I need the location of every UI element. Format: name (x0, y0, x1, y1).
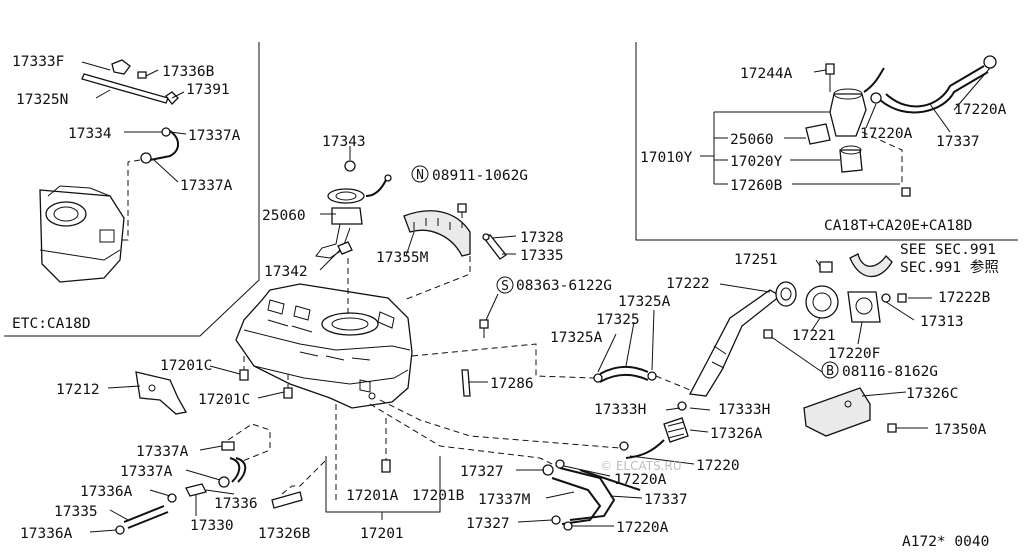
label-17326A: 17326A (710, 426, 763, 442)
label-17201A: 17201A (346, 488, 399, 504)
label-17220A-b2: 17220A (616, 520, 669, 536)
label-17251: 17251 (734, 252, 778, 268)
label-17334: 17334 (68, 126, 112, 142)
label-17326C: 17326C (906, 386, 958, 402)
filler-tube-17222 (688, 261, 833, 397)
label-17333H-a: 17333H (594, 402, 646, 418)
label-17391: 17391 (186, 82, 230, 98)
label-17325A-b: 17325A (550, 330, 603, 346)
label-17220A-r2: 17220A (860, 126, 913, 142)
label-17220A-b1: 17220A (614, 472, 667, 488)
label-17201C-b: 17201C (198, 392, 250, 408)
label-17350A: 17350A (934, 422, 987, 438)
right-panel-label: CA18T+CA20E+CA18D (824, 218, 972, 234)
fuel-pump-module (315, 160, 392, 318)
label-17325: 17325 (596, 312, 640, 328)
label-17337-b: 17337 (644, 492, 688, 508)
label-08116-8162G: 08116-8162G (842, 364, 938, 380)
label-17327-a: 17327 (460, 464, 504, 480)
label-08911-1062G: 08911-1062G (432, 168, 528, 184)
label-17337A-b: 17337A (180, 178, 233, 194)
label-08363-6122G: 08363-6122G (516, 278, 612, 294)
label-17337A-c: 17337A (136, 444, 189, 460)
bracket-17212 (135, 371, 188, 415)
right-inset-parts (700, 55, 997, 197)
part-labels: 17333F 17336B 17325N 17391 17334 17337A … (12, 54, 1007, 550)
label-17260B: 17260B (730, 178, 783, 194)
fuel-tank-body (235, 283, 413, 409)
label-17220F: 17220F (828, 346, 880, 362)
see-sec-note-jp: SEC.991 参照 (900, 259, 999, 276)
label-17326B: 17326B (258, 526, 311, 542)
label-17244A: 17244A (740, 66, 793, 82)
watermark: © ELCATS.RU (600, 459, 682, 473)
label-17335-a: 17335 (520, 248, 564, 264)
label-17010Y: 17010Y (640, 150, 693, 166)
label-17333F: 17333F (12, 54, 64, 70)
label-17221: 17221 (792, 328, 836, 344)
label-17330: 17330 (190, 518, 234, 534)
plate-17326C (803, 387, 897, 437)
callout-n: N (416, 168, 424, 183)
label-17222: 17222 (666, 276, 710, 292)
label-17336A-a: 17336A (80, 484, 133, 500)
label-17212: 17212 (56, 382, 100, 398)
label-17355M: 17355M (376, 250, 429, 266)
hose-17326A (619, 401, 689, 459)
circled-callouts: N S B (411, 165, 839, 379)
label-17020Y: 17020Y (730, 154, 783, 170)
hose-17325 (411, 343, 691, 391)
label-17220A-r1: 17220A (954, 102, 1007, 118)
label-17201B: 17201B (412, 488, 465, 504)
label-17336B: 17336B (162, 64, 215, 80)
label-17222B: 17222B (938, 290, 991, 306)
leader-lines (81, 61, 991, 533)
label-25060-a: 25060 (262, 208, 306, 224)
filler-cap-parts (805, 285, 907, 323)
bolt-08363 (479, 319, 489, 338)
label-17201: 17201 (360, 526, 404, 542)
nut-08911 (457, 203, 467, 232)
left-panel-label: ETC:CA18D (12, 316, 91, 332)
label-17325N: 17325N (16, 92, 68, 108)
bolts-17201C (239, 356, 293, 399)
label-17337A-d: 17337A (120, 464, 173, 480)
label-17286: 17286 (490, 376, 534, 392)
footer-code: A172* 0040 (902, 534, 989, 550)
tank-protector-17355M (403, 210, 471, 301)
label-17343: 17343 (322, 134, 366, 150)
label-25060-b: 25060 (730, 132, 774, 148)
right-inset-frame (635, 42, 1018, 241)
label-17201C-a: 17201C (160, 358, 212, 374)
label-17335-b: 17335 (54, 504, 98, 520)
label-17313: 17313 (920, 314, 964, 330)
label-17327-b: 17327 (466, 516, 510, 532)
see-sec-note: SEE SEC.991 (900, 242, 996, 258)
label-17325A-a: 17325A (618, 294, 671, 310)
bolts-17201 (325, 456, 441, 520)
label-17220: 17220 (696, 458, 740, 474)
filler-breather-17328 (482, 233, 507, 260)
label-17336: 17336 (214, 496, 258, 512)
label-17337A-a: 17337A (188, 128, 241, 144)
pipes-17337 (542, 459, 641, 531)
label-17328: 17328 (520, 230, 564, 246)
clip-17286 (461, 369, 471, 397)
label-17337-r: 17337 (936, 134, 980, 150)
routing-lines (227, 399, 621, 500)
left-inset-parts (39, 59, 179, 283)
label-17333H-b: 17333H (718, 402, 770, 418)
label-17336A-b: 17336A (20, 526, 73, 542)
label-17342: 17342 (264, 264, 308, 280)
label-17337M: 17337M (478, 492, 531, 508)
see-sec-bracket (849, 253, 893, 278)
callout-b: B (826, 364, 834, 379)
callout-s: S (501, 279, 509, 294)
left-inset-frame (4, 42, 260, 337)
